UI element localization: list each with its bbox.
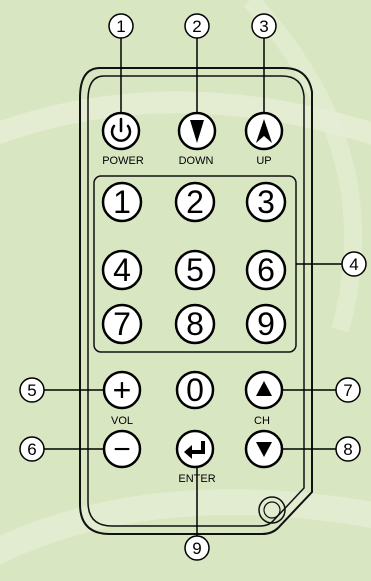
zero-digit: 0	[186, 372, 204, 408]
keypad-digit-7: 7	[113, 306, 131, 342]
keypad-digit-2: 2	[186, 184, 204, 220]
up-label: UP	[256, 155, 271, 167]
ch-label: CH	[254, 415, 270, 427]
enter-label: ENTER	[178, 473, 215, 485]
callout-number-3: 3	[259, 17, 268, 36]
keypad-digit-5: 5	[186, 252, 204, 288]
volume-down-symbol: −	[113, 433, 131, 466]
callout-number-1: 1	[116, 17, 125, 36]
power-label: POWER	[102, 155, 144, 167]
callout-number-4: 4	[349, 255, 358, 274]
callout-number-5: 5	[27, 381, 36, 400]
callout-number-7: 7	[343, 381, 352, 400]
keypad-digit-9: 9	[257, 306, 275, 342]
keypad-digit-6: 6	[257, 252, 275, 288]
down-button[interactable]	[179, 113, 215, 149]
callout-number-8: 8	[343, 440, 352, 459]
keypad-digit-1: 1	[113, 184, 131, 220]
keypad-digit-3: 3	[257, 184, 275, 220]
keypad-digit-4: 4	[113, 252, 131, 288]
callout-number-6: 6	[27, 440, 36, 459]
vol-label: VOL	[111, 415, 133, 427]
enter-button[interactable]	[177, 431, 213, 467]
up-button[interactable]	[246, 113, 282, 149]
keypad-digit-8: 8	[186, 306, 204, 342]
power-button[interactable]	[103, 113, 139, 149]
callout-number-9: 9	[192, 539, 201, 558]
volume-up-symbol: +	[113, 372, 132, 408]
down-label: DOWN	[179, 155, 214, 167]
callout-number-2: 2	[192, 17, 201, 36]
